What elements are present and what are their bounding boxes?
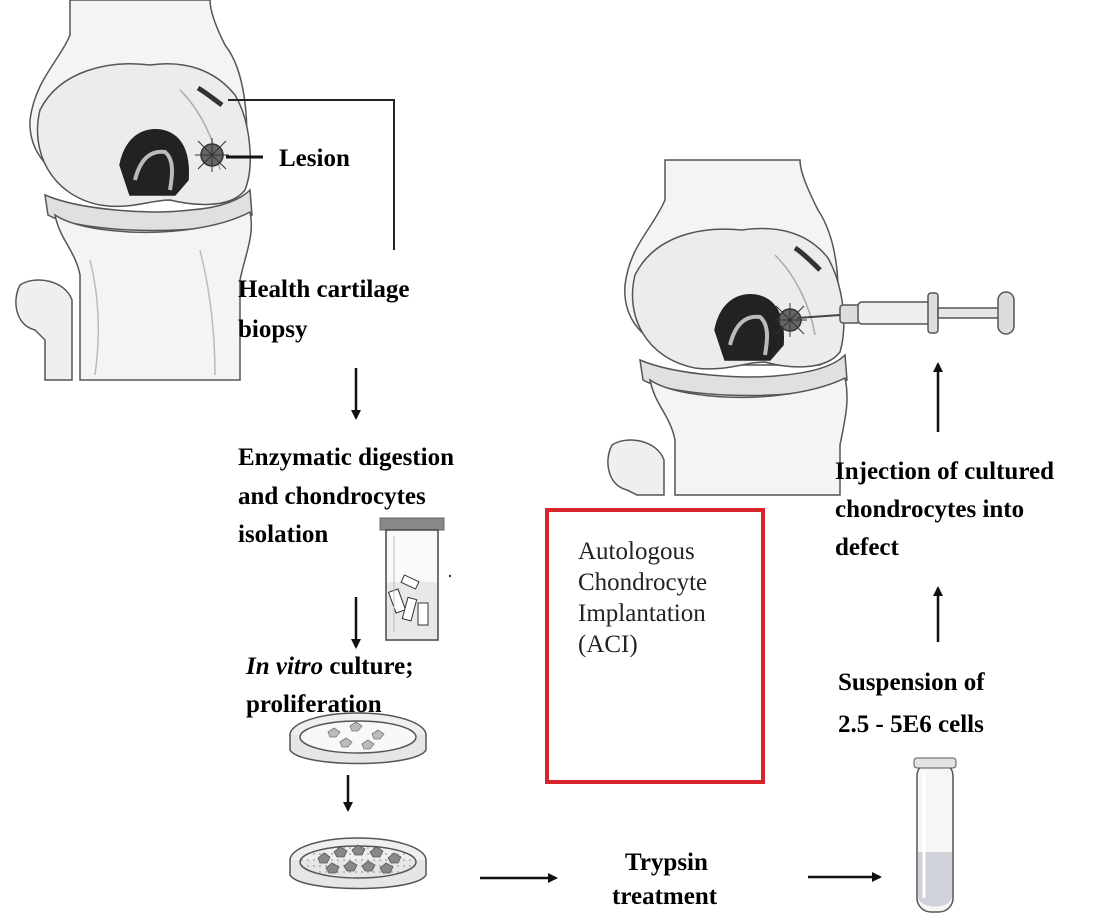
digestion-label-line3: isolation — [238, 520, 328, 550]
petri-dish-confluent-icon — [290, 838, 426, 889]
culture-label-line1: In vitro culture; — [246, 652, 414, 682]
trypsin-label-line2: treatment — [612, 882, 717, 912]
culture-rest: culture; — [323, 653, 414, 680]
suspension-label-line2: 2.5 - 5E6 cells — [838, 710, 984, 740]
biopsy-connector-line — [228, 100, 394, 250]
lesion-label: Lesion — [279, 144, 350, 174]
aci-title: Autologous Chondrocyte Implantation (ACI… — [578, 536, 707, 660]
aci-line2: Chondrocyte — [578, 567, 707, 598]
injection-label-line2: chondrocytes into — [835, 495, 1024, 525]
culture-label-line2: proliferation — [246, 690, 382, 720]
petri-dish-icon — [290, 713, 426, 764]
trypsin-label-line1: Trypsin — [625, 848, 708, 878]
knee-injection-illustration — [608, 160, 847, 495]
digestion-vial-icon — [380, 518, 451, 640]
injection-label-line1: Injection of cultured — [835, 457, 1054, 487]
suspension-label-line1: Suspension of — [838, 668, 985, 698]
knee-biopsy-illustration — [16, 0, 252, 380]
aci-line4: (ACI) — [578, 629, 707, 660]
suspension-tube-icon — [914, 758, 956, 912]
biopsy-label-line2: biopsy — [238, 315, 307, 345]
culture-italic: In vitro — [246, 653, 323, 680]
digestion-label-line2: and chondrocytes — [238, 482, 426, 512]
aci-line3: Implantation — [578, 598, 707, 629]
digestion-label-line1: Enzymatic digestion — [238, 443, 454, 473]
biopsy-label-line1: Health cartilage — [238, 275, 409, 305]
injection-label-line3: defect — [835, 533, 899, 563]
aci-line1: Autologous — [578, 536, 707, 567]
